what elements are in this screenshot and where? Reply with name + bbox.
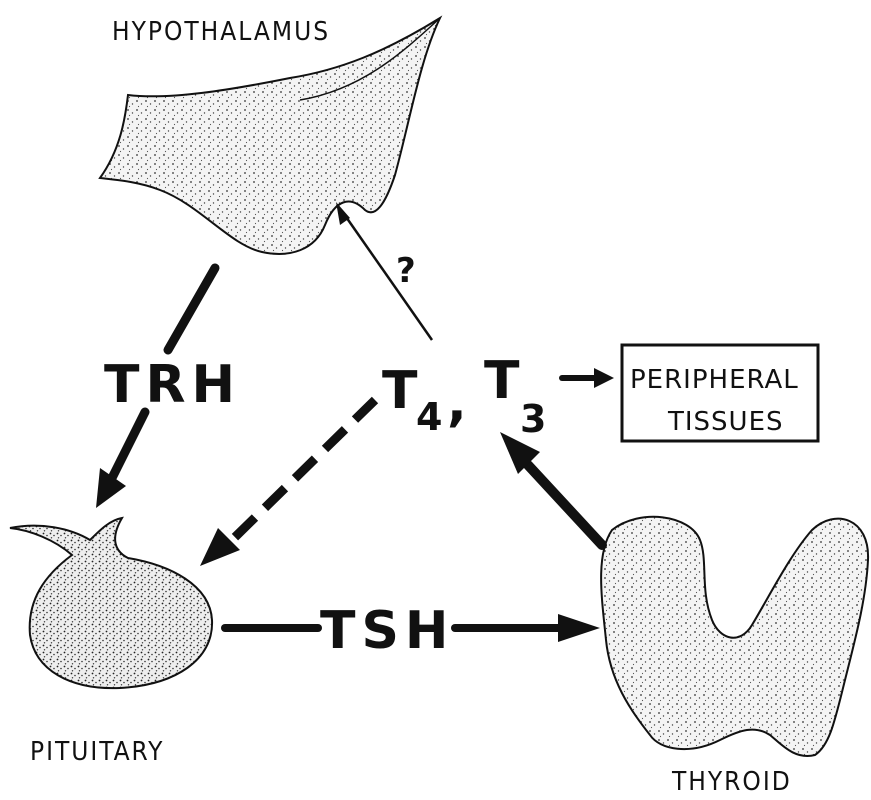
peripheral-line1: PERIPHERAL — [630, 365, 799, 395]
pituitary-shape — [10, 518, 212, 688]
feedback-pituitary-arrow — [200, 400, 375, 566]
thyroid-shape — [601, 517, 868, 756]
peripheral-tissues-box: PERIPHERAL TISSUES — [622, 345, 818, 441]
thyroid-label: THYROID — [671, 767, 792, 797]
question-mark: ? — [396, 251, 416, 291]
t4-letter: T — [382, 361, 418, 421]
peripheral-arrow — [562, 368, 614, 388]
t4-t3-label: T 4 , T 3 — [382, 351, 546, 441]
thyroid-output-arrow — [500, 432, 602, 545]
t3-letter: T — [484, 351, 520, 411]
hypothalamus-shape — [100, 18, 440, 254]
peripheral-line2: TISSUES — [667, 407, 784, 437]
t3-subscript: 3 — [520, 397, 546, 441]
trh-label: TRH — [104, 355, 241, 415]
hypothalamus-label: HYPOTHALAMUS — [112, 17, 330, 47]
pituitary-label: PITUITARY — [30, 737, 164, 767]
feedback-hypothalamus-arrow — [336, 202, 432, 340]
t4-subscript: 4 — [416, 395, 442, 439]
t-comma: , — [447, 373, 467, 433]
tsh-label: TSH — [320, 601, 454, 661]
